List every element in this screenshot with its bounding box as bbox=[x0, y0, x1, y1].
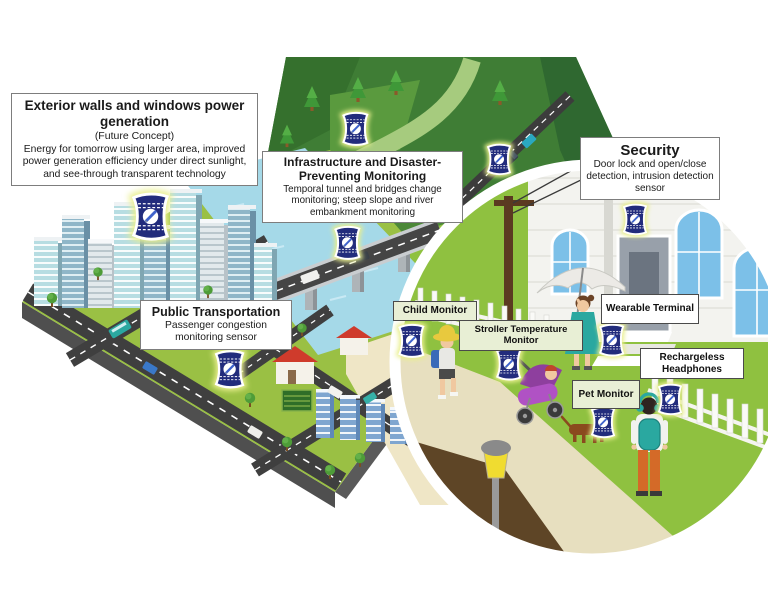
bus bbox=[108, 319, 132, 339]
solar-cell-icon bbox=[134, 194, 168, 239]
solar-cell-icon bbox=[488, 145, 510, 175]
callout-public-transportation: Public Transportation Passenger congesti… bbox=[140, 300, 292, 350]
callout-subtitle: (Future Concept) bbox=[94, 130, 175, 143]
apartment-towers bbox=[316, 389, 409, 444]
callout-title: Security bbox=[620, 142, 680, 159]
tag-label: Child Monitor bbox=[402, 305, 468, 317]
arched-window bbox=[674, 208, 724, 300]
car bbox=[521, 133, 537, 149]
city-vehicles bbox=[108, 319, 377, 439]
residential-buildings bbox=[272, 326, 409, 444]
solar-cell-icon bbox=[216, 351, 243, 387]
tag-label: Wearable Terminal bbox=[606, 303, 694, 315]
tag-stroller-temperature-monitor: Stroller Temperature Monitor bbox=[459, 320, 583, 351]
street-lamp bbox=[481, 440, 511, 555]
callout-security: Security Door lock and open/close detect… bbox=[580, 137, 720, 201]
baby-stroller bbox=[513, 354, 564, 425]
tag-wearable-terminal: Wearable Terminal bbox=[601, 294, 699, 324]
solar-cell-icon bbox=[497, 349, 520, 380]
tag-label: Pet Monitor bbox=[578, 388, 634, 400]
callout-infrastructure: Infrastructure and Disaster-Preventing M… bbox=[262, 151, 463, 224]
callout-body: Passenger congestion monitoring sensor bbox=[165, 320, 267, 344]
tag-child-monitor: Child Monitor bbox=[393, 301, 477, 321]
callout-body: Door lock and open/close detection, intr… bbox=[586, 159, 714, 195]
solar-cell-icon bbox=[592, 408, 614, 438]
garden-field bbox=[281, 389, 313, 412]
child-with-backpack bbox=[431, 325, 461, 399]
neighborhood-vignette bbox=[389, 159, 768, 565]
bridge bbox=[247, 218, 445, 312]
callout-exterior-walls: Exterior walls and windows power generat… bbox=[11, 93, 258, 187]
solar-cell-icon bbox=[659, 385, 681, 415]
tag-label: Stroller Temperature Monitor bbox=[474, 323, 568, 346]
solar-cell-icon bbox=[343, 113, 367, 145]
solar-cell-icon bbox=[399, 325, 423, 357]
red-roof-house bbox=[336, 326, 372, 355]
skyscrapers bbox=[34, 189, 277, 308]
red-roof-house bbox=[272, 346, 318, 384]
callout-title: Exterior walls and windows power generat… bbox=[24, 98, 245, 130]
man-with-headphones bbox=[631, 392, 668, 496]
callout-title: Public Transportation bbox=[151, 305, 281, 319]
solar-cell-icon bbox=[335, 227, 359, 259]
callout-body: Energy for tomorrow using larger area, i… bbox=[22, 143, 247, 180]
tag-rechargeless-headphones: Rechargeless Headphones bbox=[640, 348, 744, 379]
callout-body: Temporal tunnel and bridges change monit… bbox=[283, 183, 442, 218]
tag-pet-monitor: Pet Monitor bbox=[572, 380, 640, 409]
van bbox=[300, 270, 320, 284]
tag-label: Rechargeless Headphones bbox=[659, 352, 725, 375]
house bbox=[528, 169, 768, 366]
solar-cell-icon bbox=[600, 325, 623, 356]
solar-cell-icon bbox=[624, 205, 646, 235]
callout-title: Infrastructure and Disaster-Preventing M… bbox=[283, 155, 442, 183]
